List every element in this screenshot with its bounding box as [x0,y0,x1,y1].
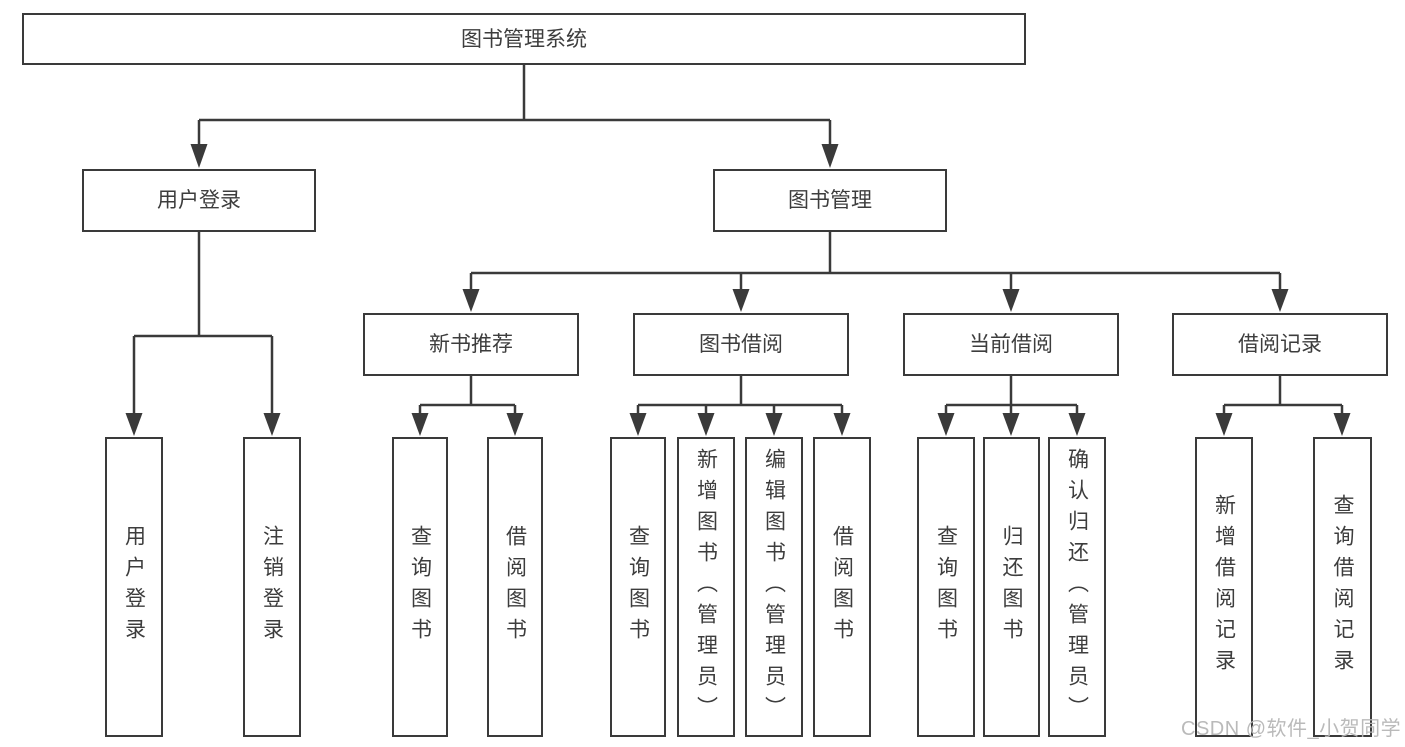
node-new-book-recommend: 新书推荐 [363,313,579,376]
leaf-return-books: 归还图书 [983,437,1040,737]
leaf-query-books-3: 查询图书 [917,437,975,737]
leaf-borrow-books-2: 借阅图书 [813,437,871,737]
leaf-confirm-return-admin: 确认归还（管理员） [1048,437,1106,737]
node-book-borrow: 图书借阅 [633,313,849,376]
node-new-book-recommend-label: 新书推荐 [429,333,513,356]
leaf-query-books-1-label: 查询图书 [408,525,432,649]
leaf-query-books-1: 查询图书 [392,437,448,737]
leaf-borrow-books-1-label: 借阅图书 [503,525,527,649]
leaf-edit-book-admin-label: 编辑图书（管理员） [762,447,786,727]
leaf-add-borrow-record-label: 新增借阅记录 [1212,494,1236,680]
node-borrow-records-label: 借阅记录 [1238,333,1322,356]
leaf-add-book-admin-label: 新增图书（管理员） [694,447,718,727]
watermark: CSDN @软件_小贺同学 [1181,718,1402,740]
node-current-borrow: 当前借阅 [903,313,1119,376]
leaf-borrow-books-1: 借阅图书 [487,437,543,737]
leaf-query-books-2: 查询图书 [610,437,666,737]
leaf-edit-book-admin: 编辑图书（管理员） [745,437,803,737]
leaf-query-borrow-record: 查询借阅记录 [1313,437,1372,737]
leaf-query-books-3-label: 查询图书 [934,525,958,649]
leaf-query-borrow-record-label: 查询借阅记录 [1331,494,1354,680]
leaf-add-book-admin: 新增图书（管理员） [677,437,735,737]
node-borrow-records: 借阅记录 [1172,313,1388,376]
leaf-add-borrow-record: 新增借阅记录 [1195,437,1253,737]
leaf-confirm-return-admin-label: 确认归还（管理员） [1065,447,1089,727]
node-root-label: 图书管理系统 [461,27,587,51]
leaf-user-login-label: 用户登录 [122,525,146,649]
leaf-borrow-books-2-label: 借阅图书 [830,525,854,649]
leaf-logout-label: 注销登录 [260,525,284,649]
node-root: 图书管理系统 [22,13,1026,65]
arrowheads [125,144,1351,436]
node-user-login: 用户登录 [82,169,316,232]
leaf-query-books-2-label: 查询图书 [626,525,650,649]
leaf-return-books-label: 归还图书 [1000,525,1023,649]
node-book-management: 图书管理 [713,169,947,232]
leaf-logout: 注销登录 [243,437,301,737]
node-current-borrow-label: 当前借阅 [969,333,1053,356]
node-book-management-label: 图书管理 [788,189,872,212]
node-user-login-label: 用户登录 [157,189,241,212]
node-book-borrow-label: 图书借阅 [699,333,783,356]
leaf-user-login: 用户登录 [105,437,163,737]
